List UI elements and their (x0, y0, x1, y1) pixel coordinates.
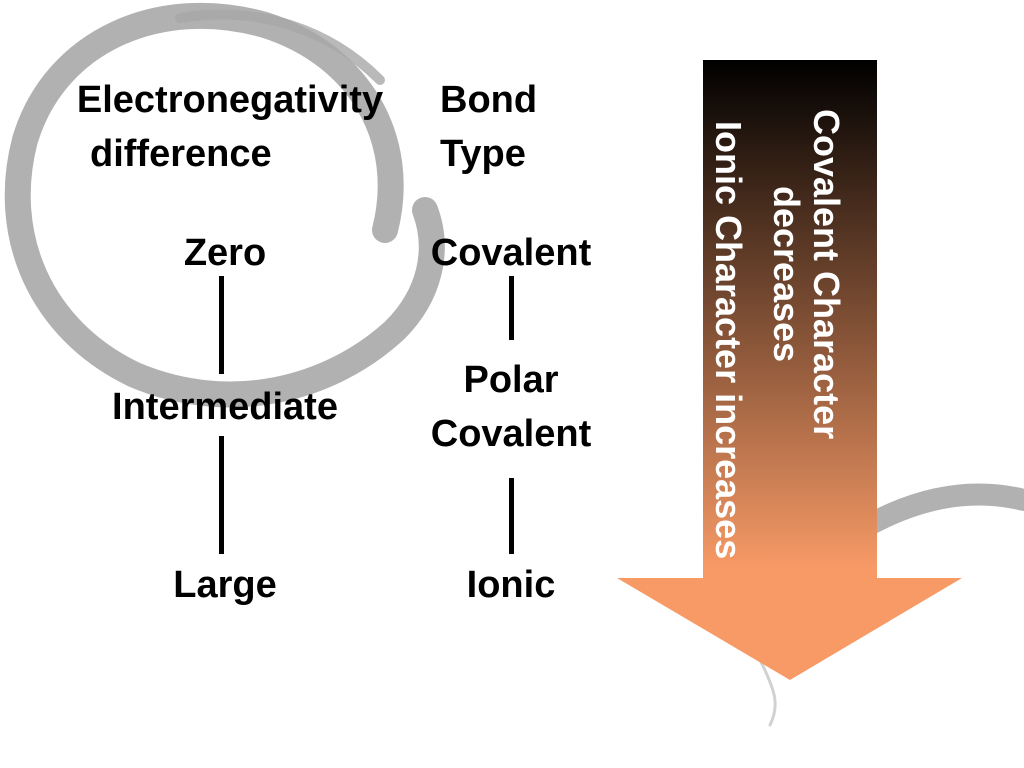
arrow-ionic-line: Ionic Character increases (708, 120, 749, 560)
bond-covalent-line: Covalent (430, 413, 592, 455)
arrow-ionic-text: Ionic Character increases (708, 60, 749, 620)
bond-polar-line: Polar (463, 359, 559, 401)
en-zero-label: Zero (183, 232, 267, 274)
arrow-covalent-line2: decreases (766, 185, 807, 363)
header-bond-type-line2: Type (440, 133, 526, 175)
bond-covalent-label: Covalent (430, 232, 592, 274)
down-arrow-shape (617, 60, 962, 680)
header-electronegativity-line2: difference (90, 133, 272, 175)
en-connector-bottom (219, 436, 224, 554)
header-bond-type-line1: Bond (440, 79, 538, 121)
en-connector-top (219, 276, 224, 374)
swirl-tail-stroke (849, 483, 1024, 541)
en-large-label: Large (173, 564, 277, 606)
bond-ionic-label: Ionic (466, 564, 556, 606)
swirl-tail-thin (758, 658, 777, 727)
arrow-covalent-line1: Covalent Character (806, 108, 847, 440)
swirl-ring-stroke (4, 2, 445, 408)
bond-connector-bottom (509, 478, 514, 554)
arrow-covalent-text: Covalent Character decreases (766, 64, 847, 484)
bond-connector-top (509, 276, 514, 340)
swirl-decoration (4, 2, 1024, 727)
header-electronegativity: Electronegativity difference (40, 73, 420, 181)
header-electronegativity-line1: Electronegativity (76, 79, 384, 121)
header-bond-type: Bond Type (440, 73, 580, 181)
bond-polar-covalent-label: Polar Covalent (401, 353, 621, 461)
swirl-ring-inner (175, 9, 385, 85)
en-intermediate-label: Intermediate (112, 386, 338, 428)
